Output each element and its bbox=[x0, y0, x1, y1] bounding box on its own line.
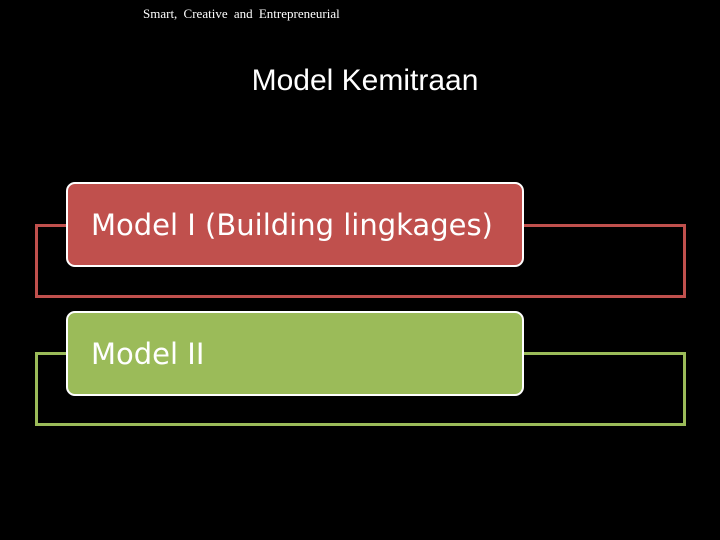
header-tagline: Smart, Creative and Entrepreneurial bbox=[143, 6, 340, 21]
slide-title: Model Kemitraan bbox=[251, 64, 479, 97]
list-item-1: Model I (Building lingkages) bbox=[66, 182, 524, 267]
list-item-2: Model II bbox=[66, 311, 524, 396]
list-item-2-label: Model II bbox=[91, 336, 205, 371]
list-item-1-label: Model I (Building lingkages) bbox=[91, 207, 493, 242]
